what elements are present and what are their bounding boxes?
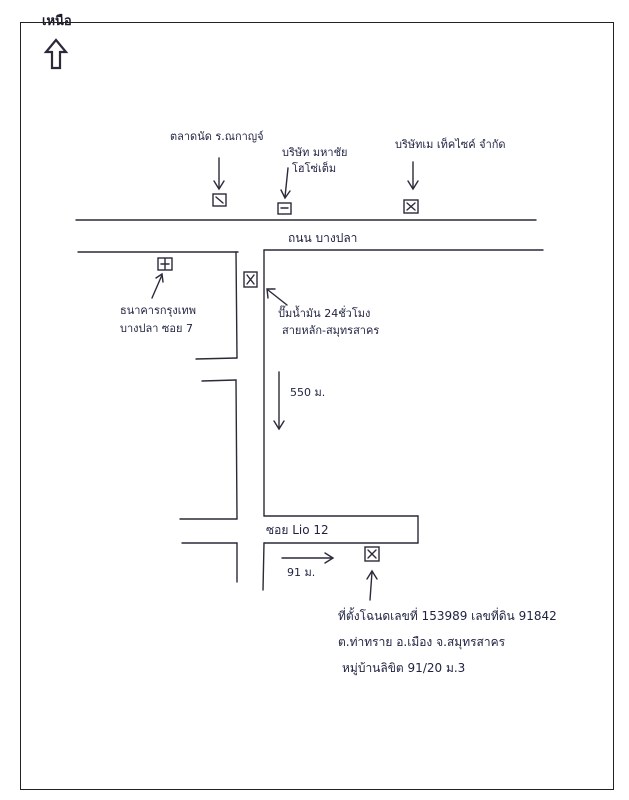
marker-top-middle	[277, 202, 292, 215]
arrow-to-right-landmark	[267, 289, 288, 306]
address-line3: หมู่บ้านลิขิต 91/20 ม.3	[342, 661, 466, 675]
distance-soi-label: 91 ม.	[287, 566, 316, 579]
marker-top-right	[403, 199, 419, 214]
landmark-left-line1: ธนาคารกรุงเทพ	[120, 304, 197, 317]
landmark-top-right: บริษัทเม เท็คไซค์ จำกัด	[395, 138, 506, 151]
landmark-left-line2: บางปลา ซอย 7	[120, 322, 193, 335]
arrow-to-plot	[369, 571, 373, 601]
side-street-left-edge	[235, 251, 238, 359]
north-label: เหนือ	[42, 14, 72, 29]
map-frame	[20, 22, 614, 790]
landmark-top-middle-line2: โฮโซ่เต็ม	[292, 162, 337, 175]
landmark-top-left: ตลาดนัด ร.ณกาญจ์	[170, 130, 264, 143]
marker-plot	[364, 546, 380, 562]
arrow-to-left-landmark	[151, 274, 163, 299]
address-line2: ต.ท่าทราย อ.เมือง จ.สมุทรสาคร	[338, 635, 506, 649]
landmark-right-line1: ปั๊มน้ำมัน 24ชั่วโมง	[278, 307, 371, 320]
main-road-name: ถนน บางปลา	[288, 231, 358, 245]
soi-name: ซอย Lio 12	[266, 523, 329, 537]
arrow-to-top-middle	[284, 167, 289, 198]
marker-top-left	[212, 193, 227, 207]
distance-vertical-label: 550 ม.	[290, 386, 326, 399]
marker-right	[243, 271, 258, 288]
marker-left	[157, 257, 173, 271]
landmark-right-line2: สายหลัก-สมุทรสาคร	[282, 324, 380, 337]
north-arrow-icon	[43, 38, 69, 70]
landmark-top-middle-line1: บริษัท มหาชัย	[282, 146, 348, 159]
address-line1: ที่ตั้งโฉนดเลขที่ 153989 เลขที่ดิน 91842	[338, 609, 557, 623]
